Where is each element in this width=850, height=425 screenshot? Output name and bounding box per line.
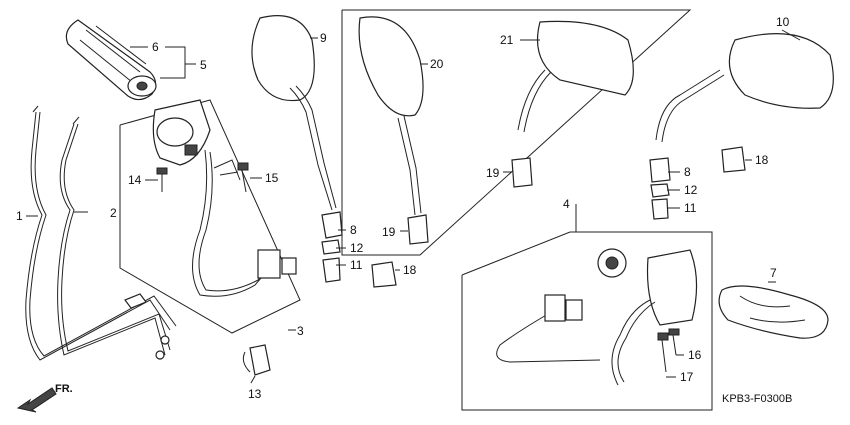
callout-labels: 6 5 1 2 3 13 14 15 9 8 12 11 18 19 20 21… xyxy=(16,15,792,405)
callout-6: 6 xyxy=(152,40,159,54)
callout-21: 21 xyxy=(500,33,514,47)
right-switch-assembly-drawing xyxy=(461,231,713,411)
callout-10: 10 xyxy=(776,15,790,29)
callout-2: 2 xyxy=(110,206,117,220)
callout-11-right: 11 xyxy=(684,201,697,215)
callout-15: 15 xyxy=(265,171,279,185)
front-arrow-label: FR. xyxy=(55,383,73,395)
callout-4: 4 xyxy=(563,197,570,211)
callout-16: 16 xyxy=(688,348,702,362)
callout-20: 20 xyxy=(430,57,444,71)
mirror-set-box-drawing xyxy=(341,9,692,256)
diagram-code: KPB3-F0300B xyxy=(722,393,792,405)
cap-18-left-drawing xyxy=(371,261,397,288)
callout-14: 14 xyxy=(128,173,142,187)
throttle-cables-drawing xyxy=(25,105,177,361)
callout-7: 7 xyxy=(770,266,777,280)
callout-19-right: 19 xyxy=(486,166,500,180)
callout-8-right: 8 xyxy=(684,165,691,179)
callout-9: 9 xyxy=(320,31,327,45)
left-grip-drawing xyxy=(65,19,157,101)
small-parts-left-drawing xyxy=(156,162,271,376)
callout-11-left: 11 xyxy=(350,258,363,272)
callout-3: 3 xyxy=(297,324,304,338)
callout-18-right: 18 xyxy=(755,153,769,167)
callout-1: 1 xyxy=(16,209,23,223)
mirror-9-drawing xyxy=(251,15,343,283)
front-arrow: FR. xyxy=(16,383,73,413)
callout-17: 17 xyxy=(680,370,694,384)
callout-5: 5 xyxy=(200,58,207,72)
callout-18-left: 18 xyxy=(403,263,417,277)
callout-19-left: 19 xyxy=(382,225,396,239)
mirror-10-drawing xyxy=(649,33,834,220)
callout-13: 13 xyxy=(248,387,262,401)
left-switch-assembly-drawing xyxy=(119,99,301,334)
callout-8-left: 8 xyxy=(350,223,357,237)
right-grip-drawing xyxy=(718,285,829,339)
callout-12-left: 12 xyxy=(350,241,364,255)
callout-leaders xyxy=(26,29,801,384)
callout-12-right: 12 xyxy=(684,183,698,197)
